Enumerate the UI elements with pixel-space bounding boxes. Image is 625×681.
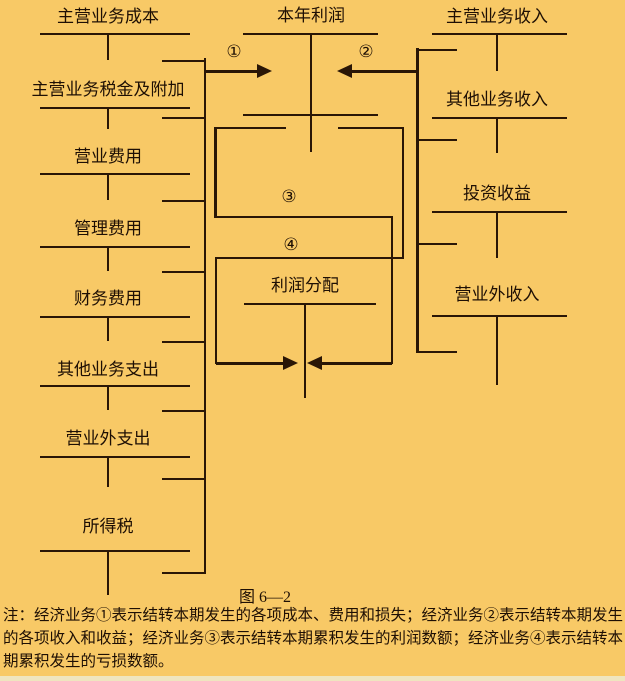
account-investment-income-stem [496,211,498,258]
account-operating-expenses-stem [107,173,109,200]
figure-notes: 注：经济业务①表示结转本期发生的各项成本、费用和损失；经济业务②表示结转本期发生… [3,604,623,673]
flow-1-arrowhead-icon [257,64,272,78]
account-non-operating-revenue-title: 营业外收入 [454,285,540,304]
account-main-business-tax-surcharge-stem [107,107,109,129]
figure-note-line-1: 注：经济业务①表示结转本期发生的各项成本、费用和损失；经济业务②表示结转本期发生 [3,607,624,624]
flow-3-right-vertical [391,216,393,364]
account-main-business-revenue-stub [417,49,457,51]
account-other-business-revenue-crossbar [432,117,567,119]
account-non-operating-expenses-title: 营业外支出 [65,429,151,448]
account-income-tax-stub [162,572,205,574]
account-non-operating-expenses-crossbar [40,456,190,458]
account-current-year-profit-stem [310,33,312,152]
account-other-business-revenue-stub [417,139,457,141]
account-admin-expenses-title: 管理费用 [74,219,142,238]
account-investment-income-crossbar [432,211,567,213]
figure-note-line-3: 期累积发生的亏损数额。 [3,653,174,670]
left-collector-line [204,58,206,574]
flow-3-bottom-horizontal [214,216,393,218]
flow-4-left-vertical [215,257,217,364]
account-income-tax-stem [107,550,109,595]
account-profit-distribution-stem [304,303,306,398]
account-main-business-tax-surcharge-title: 主营业务税金及附加 [31,80,185,99]
account-other-business-expenses-crossbar [40,385,190,387]
account-other-business-expenses-stub [162,410,205,412]
flow-1-arrow-shaft [205,70,258,73]
flow-4-top-right-segment [338,127,404,129]
flow-3-left-vertical [214,127,217,218]
account-main-business-tax-surcharge-crossbar [40,107,190,109]
flow-3-label: ③ [281,187,297,206]
flow-3-arrow-shaft [322,362,392,365]
account-profit-distribution-crossbar [244,303,376,305]
flow-4-arrow-shaft [216,362,283,365]
figure-caption: 图 6—2 [238,589,291,606]
account-non-operating-expenses-stem [107,456,109,487]
figure-note-line-2: 的各项收入和收益；经济业务③表示结转本期累积发生的利润数额；经济业务④表示结转本 [3,630,624,647]
account-financial-expenses-title: 财务费用 [74,289,142,308]
account-other-business-expenses-stem [107,385,109,410]
account-income-tax-title: 所得税 [82,517,134,536]
account-investment-income-title: 投资收益 [463,184,531,203]
flow-4-right-vertical [402,127,404,259]
right-collector-line [416,48,419,353]
account-financial-expenses-stem [107,316,109,341]
flow-1-label: ① [226,42,242,61]
account-main-business-revenue-crossbar [432,33,567,35]
account-admin-expenses-crossbar [40,246,190,248]
account-financial-expenses-stub [162,341,205,343]
account-other-business-revenue-stem [496,117,498,153]
account-non-operating-revenue-crossbar [432,315,567,317]
account-other-business-revenue-title: 其他业务收入 [446,90,548,109]
flow-2-label: ② [358,42,374,61]
account-investment-income-stub [417,243,457,245]
page-bottom-strip [0,676,625,681]
account-profit-distribution-title: 利润分配 [271,276,339,295]
account-operating-expenses-stub [162,200,205,202]
account-current-year-profit-total-bar [243,114,378,116]
account-financial-expenses-crossbar [40,316,190,318]
account-main-business-cost-stub [162,60,205,62]
account-income-tax-crossbar [40,550,190,552]
flow-3-top-left-segment [215,127,286,129]
flow-4-middle-horizontal [215,257,404,259]
account-operating-expenses-crossbar [40,173,190,175]
account-operating-expenses-title: 营业费用 [74,147,142,166]
flow-4-arrowhead-icon [283,356,298,370]
account-main-business-tax-surcharge-stub [162,117,205,119]
account-main-business-revenue-title: 主营业务收入 [446,7,548,26]
flow-2-arrow-shaft [352,70,417,73]
account-current-year-profit-title: 本年利润 [277,6,345,25]
flow-3-arrowhead-icon [307,356,322,370]
account-main-business-cost-title: 主营业务成本 [57,7,159,26]
flow-4-label: ④ [283,235,299,254]
account-admin-expenses-stub [162,271,205,273]
account-non-operating-expenses-stub [162,478,205,480]
account-main-business-cost-crossbar [40,33,190,35]
account-main-business-cost-stem [107,33,109,60]
account-non-operating-revenue-stub [417,351,457,353]
account-non-operating-revenue-stem [496,315,498,385]
flow-2-arrowhead-icon [337,64,352,78]
account-admin-expenses-stem [107,246,109,271]
account-main-business-revenue-stem [496,33,498,71]
account-other-business-expenses-title: 其他业务支出 [57,360,159,379]
